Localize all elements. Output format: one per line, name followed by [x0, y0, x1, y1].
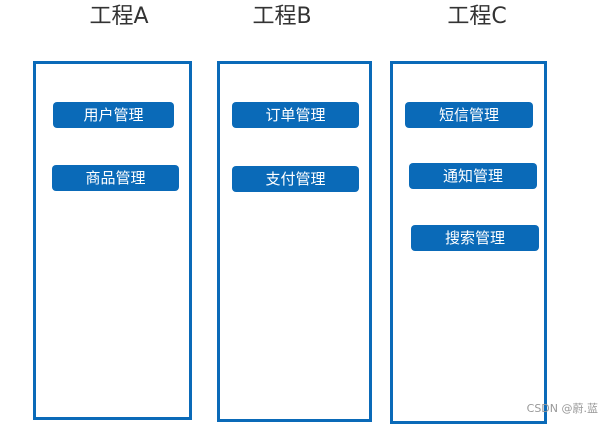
project-box-a: 用户管理 商品管理	[33, 61, 192, 420]
project-box-b: 订单管理 支付管理	[217, 61, 372, 422]
module-notification-management: 通知管理	[409, 163, 537, 189]
module-sms-management: 短信管理	[405, 102, 533, 128]
project-title-a: 工程A	[89, 4, 149, 29]
module-search-management: 搜索管理	[411, 225, 539, 251]
module-user-management: 用户管理	[53, 102, 174, 128]
csdn-watermark: CSDN @蔚.蓝	[526, 402, 598, 415]
project-title-b: 工程B	[252, 4, 312, 29]
project-title-c: 工程C	[447, 4, 507, 29]
module-order-management: 订单管理	[232, 102, 359, 128]
project-box-c: 短信管理 通知管理 搜索管理	[390, 61, 547, 424]
module-product-management: 商品管理	[52, 165, 179, 191]
module-payment-management: 支付管理	[232, 166, 359, 192]
